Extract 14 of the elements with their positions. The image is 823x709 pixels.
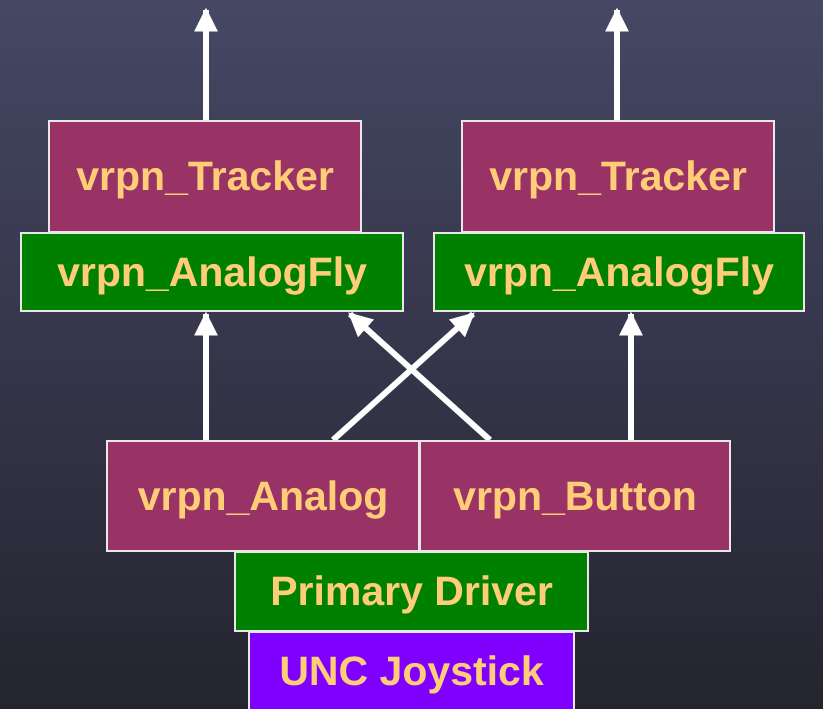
component-box: vrpn_AnalogFly bbox=[20, 232, 404, 312]
component-box: vrpn_Tracker bbox=[461, 120, 775, 233]
component-box: vrpn_Analog bbox=[106, 440, 420, 552]
component-box: vrpn_AnalogFly bbox=[433, 232, 805, 312]
arrow bbox=[331, 312, 475, 442]
component-box: UNC Joystick bbox=[248, 631, 575, 709]
arrow bbox=[194, 312, 218, 440]
arrow bbox=[194, 8, 218, 120]
component-box: vrpn_Button bbox=[419, 440, 731, 552]
arrow bbox=[619, 312, 643, 440]
arrow bbox=[348, 312, 492, 442]
component-box: Primary Driver bbox=[234, 551, 589, 632]
arrow bbox=[605, 8, 629, 120]
component-box: vrpn_Tracker bbox=[48, 120, 362, 233]
